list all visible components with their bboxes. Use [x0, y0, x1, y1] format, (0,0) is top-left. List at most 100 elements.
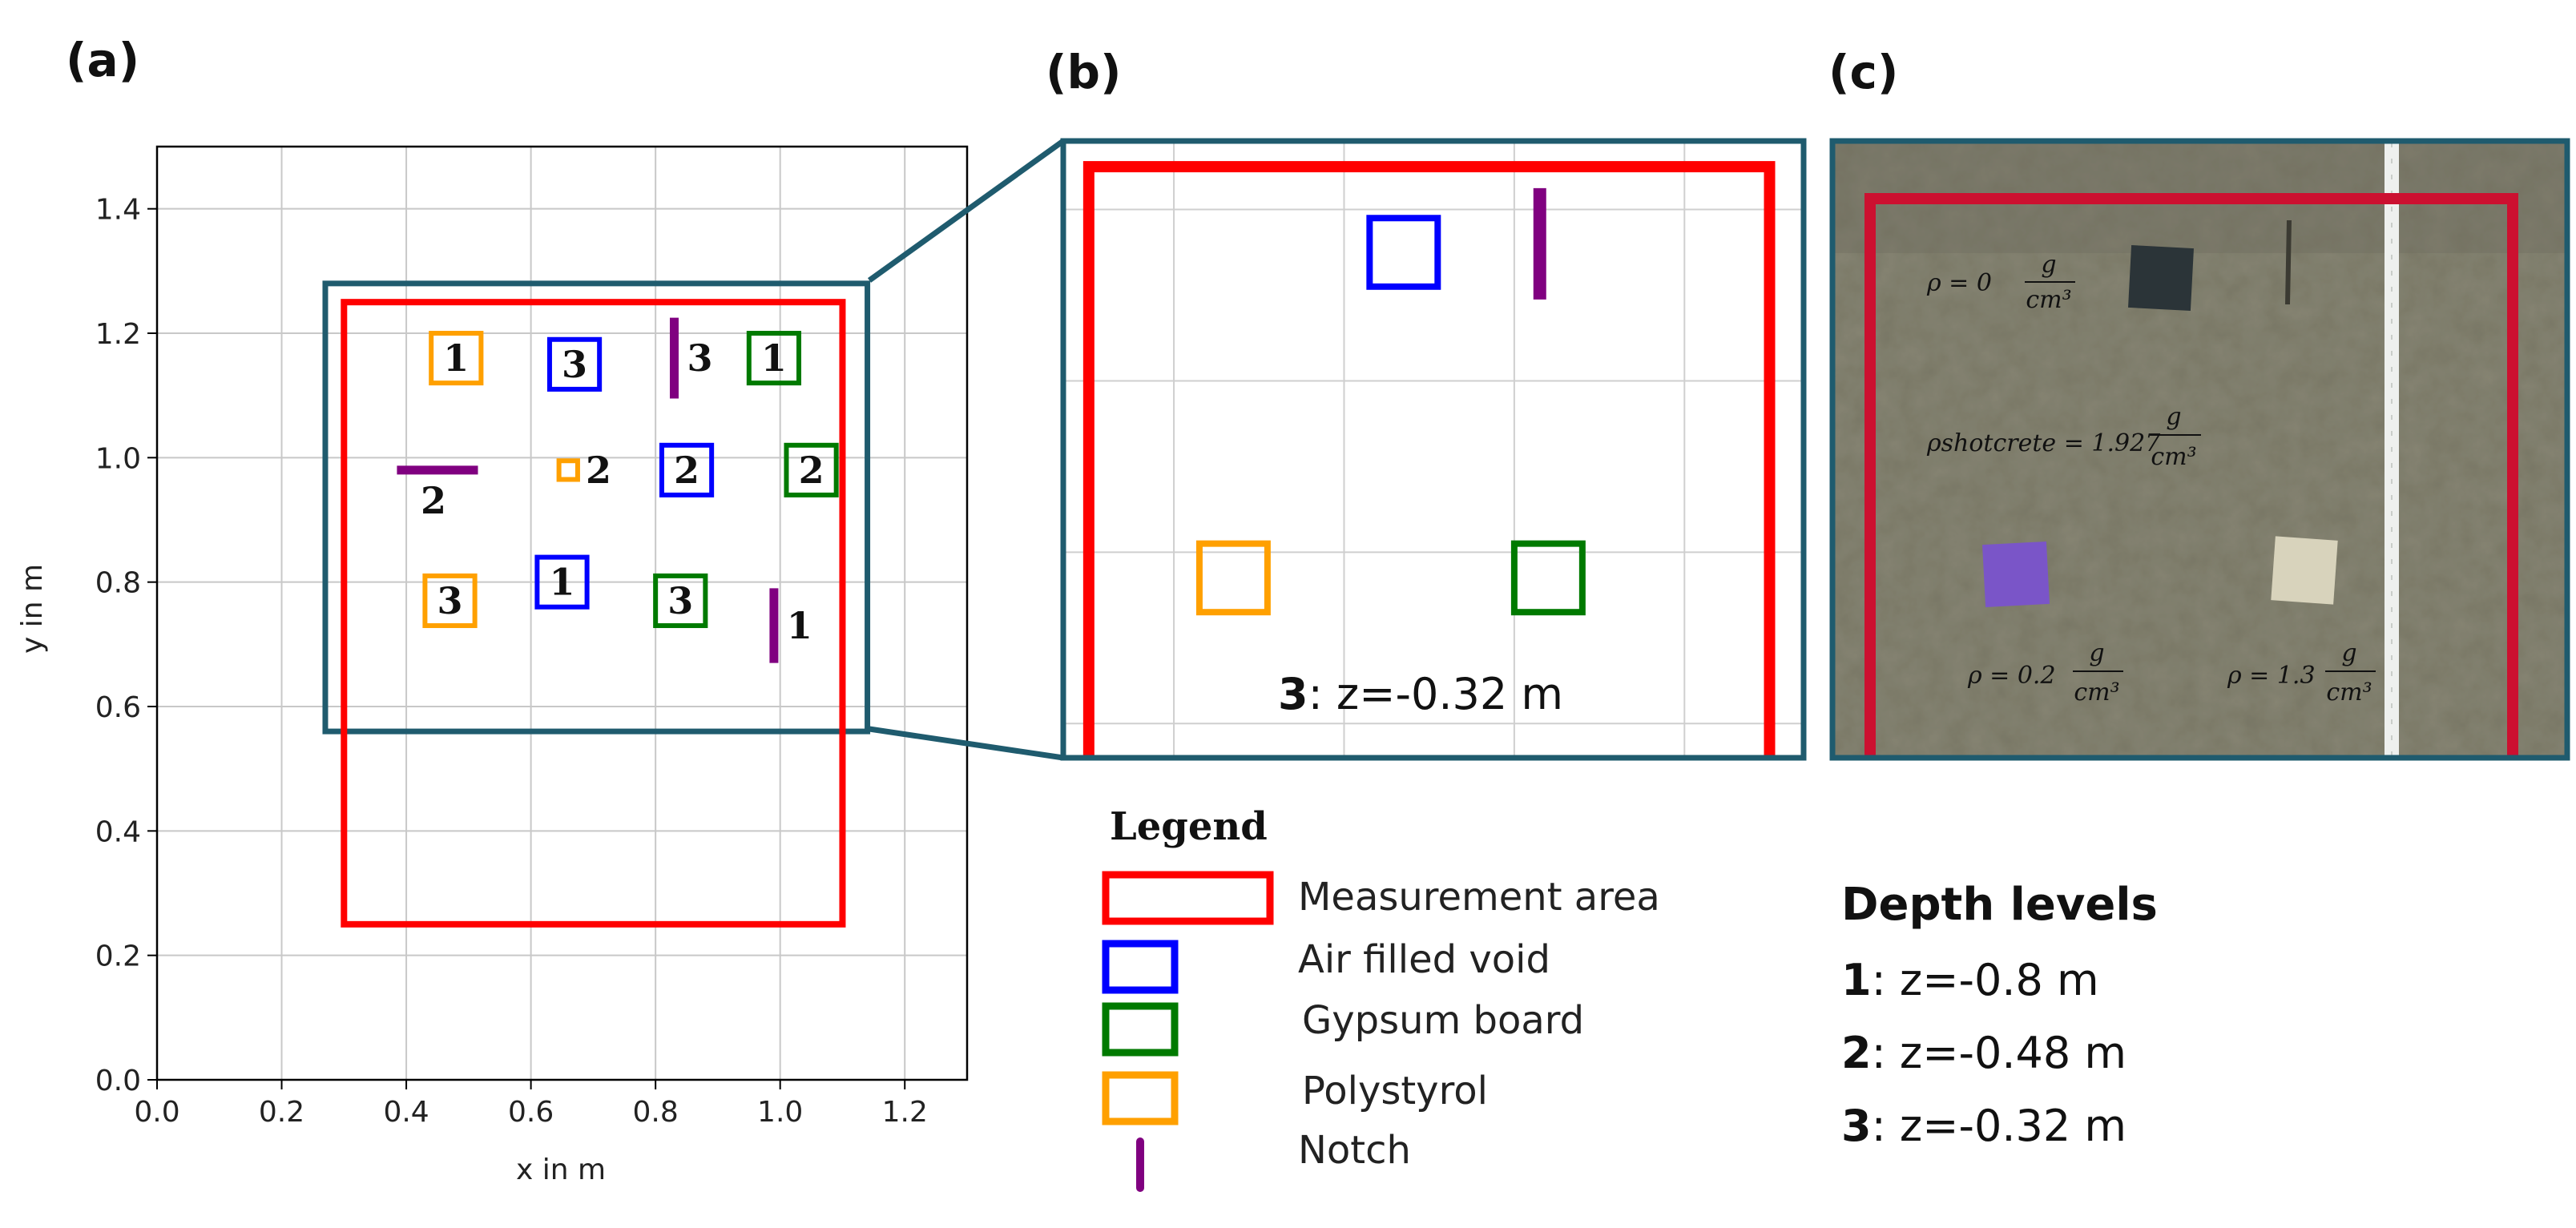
zoom-grid-lines	[1063, 141, 1804, 758]
air-marker	[534, 554, 590, 610]
formula-den: cm³	[2151, 443, 2196, 471]
gypsum-sample	[2271, 536, 2338, 605]
depth-number: 1	[549, 561, 574, 604]
depth-levels: Depth levels 1: z=-0.8 m 2: z=-0.48 m 3:…	[1841, 879, 2158, 1151]
legend-title: Legend	[1110, 804, 1268, 849]
zoom-region-rect	[322, 280, 871, 735]
zoom-connector-bottom	[869, 726, 1064, 761]
x-tick-label: 0.8	[633, 1096, 679, 1129]
y-axis-label: y in m	[16, 564, 49, 654]
panel-label-b: (b)	[1046, 45, 1122, 99]
zoom-air-marker	[1366, 215, 1441, 290]
depth-level-1-num: 1	[1841, 955, 1872, 1005]
legend-swatch-polystyrol	[1102, 1071, 1179, 1125]
depth-level-1: 1: z=-0.8 m	[1841, 955, 2099, 1005]
x-tick-label: 0.2	[259, 1096, 304, 1129]
legend-label-air: Air filled void	[1298, 937, 1550, 982]
gypsum-marker	[746, 331, 802, 386]
y-tick-label: 1.0	[95, 442, 141, 475]
depth-number: 3	[562, 343, 587, 386]
polystyrol-marker	[429, 331, 484, 386]
y-tick-label: 1.2	[95, 318, 141, 351]
y-tick-label: 0.6	[95, 691, 141, 724]
x-tick-label: 0.0	[134, 1096, 179, 1129]
depth-number: 3	[437, 579, 463, 622]
depth-number: 2	[799, 449, 824, 492]
zoom-polystyrol-marker	[1195, 540, 1271, 616]
zoom-gypsum-marker	[1510, 540, 1586, 616]
depth-level-2-text: : z=-0.48 m	[1872, 1028, 2127, 1078]
legend: Legend Measurement area Air filled void …	[1102, 804, 1660, 1192]
y-tick-label: 1.4	[95, 194, 141, 227]
depth-level-2-num: 2	[1841, 1028, 1872, 1078]
gypsum-marker	[653, 573, 708, 629]
formula-num: g	[2041, 251, 2056, 279]
y-tick-label: 0.2	[95, 940, 141, 973]
depth-number: 1	[787, 604, 812, 647]
depth-number: 1	[761, 336, 787, 380]
zoom-measurement-area	[1082, 161, 1776, 758]
legend-label-notch: Notch	[1298, 1128, 1411, 1173]
measurement-area	[341, 299, 846, 928]
formula-air-void: ρ = 0 g cm³	[1926, 251, 2075, 314]
shade-overlay	[1832, 141, 2567, 758]
depth-number: 2	[421, 479, 446, 522]
depth-number: 1	[443, 336, 469, 380]
panel-label-c: (c)	[1828, 45, 1898, 99]
photo-panel-c: ρ = 0 g cm³ ρshotcrete = 1.927 g cm³ ρ =…	[1829, 138, 2570, 761]
measurement-area-rect	[341, 299, 846, 928]
photo-measurement-frame	[1864, 193, 2518, 756]
y-tick-label: 0.8	[95, 567, 141, 600]
formula-num: g	[2166, 403, 2181, 431]
zoom-background	[1063, 141, 1804, 758]
notch-sample	[2285, 219, 2292, 305]
zoom-objects-layer	[1195, 187, 1586, 616]
depth-number: 3	[667, 579, 693, 622]
legend-label-measurement: Measurement area	[1298, 875, 1660, 920]
formula-den: cm³	[2074, 678, 2119, 707]
formula-shotcrete: ρshotcrete = 1.927 g cm³	[1926, 403, 2201, 471]
depth-level-3-text: : z=-0.32 m	[1872, 1101, 2127, 1151]
air-marker	[546, 336, 603, 392]
depth-number: 2	[674, 449, 699, 492]
legend-swatch-air	[1102, 940, 1179, 994]
zoom-depth-value: : z=-0.32 m	[1308, 669, 1563, 719]
zoom-panel-b: 3: z=-0.32 m	[1060, 138, 1807, 761]
formula-lhs: ρshotcrete = 1.927	[1926, 429, 2161, 457]
polystyrol-sample	[1982, 541, 2050, 608]
depth-level-2: 2: z=-0.48 m	[1841, 1028, 2127, 1078]
legend-swatch-gypsum	[1102, 1002, 1179, 1057]
zoom-depth-label: 3: z=-0.32 m	[1278, 669, 1563, 719]
zoom-region	[322, 280, 871, 735]
zoom-measurement-rect	[1082, 161, 1776, 758]
concrete-surface	[1832, 141, 2567, 758]
formula-num: g	[2089, 639, 2104, 667]
formula-num: g	[2341, 639, 2356, 667]
x-axis-label: x in m	[516, 1154, 606, 1186]
polystyrol-marker	[422, 573, 478, 629]
legend-swatch-measurement	[1102, 871, 1274, 925]
legend-label-polystyrol: Polystyrol	[1302, 1069, 1488, 1113]
formula-lhs: ρ = 1.3	[2227, 662, 2316, 690]
plot-frame	[155, 145, 969, 1081]
gypsum-marker	[784, 442, 839, 497]
depth-level-1-text: : z=-0.8 m	[1872, 955, 2099, 1005]
panel-label-a: (a)	[66, 33, 139, 87]
formula-lhs: ρ = 0	[1926, 269, 1992, 297]
depth-number: 2	[586, 449, 611, 492]
y-tick-label: 0.0	[95, 1065, 141, 1097]
formula-lhs: ρ = 0.2	[1967, 662, 2056, 690]
air-void-sample	[2128, 245, 2194, 311]
formula-gypsum: ρ = 1.3 g cm³	[2227, 639, 2376, 707]
depth-title: Depth levels	[1841, 879, 2158, 931]
formula-den: cm³	[2326, 678, 2372, 707]
depth-level-3: 3: z=-0.32 m	[1841, 1101, 2127, 1151]
formula-polystyrol: ρ = 0.2 g cm³	[1967, 639, 2123, 707]
photo-frame	[1829, 138, 2570, 761]
zoom-depth-number: 3	[1278, 669, 1308, 719]
formula-den: cm³	[2026, 286, 2071, 314]
zoom-connector-top	[867, 139, 1066, 283]
